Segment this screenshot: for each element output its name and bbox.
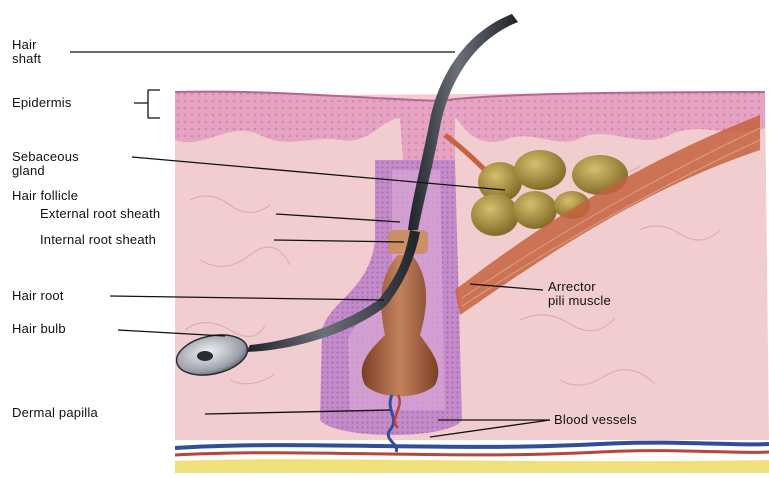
label-internal-root-sheath: Internal root sheath — [40, 233, 156, 247]
label-hair-shaft: Hair shaft — [12, 38, 41, 66]
label-epidermis: Epidermis — [12, 96, 72, 110]
label-external-root-sheath: External root sheath — [40, 207, 160, 221]
blood-vessel-red — [175, 451, 769, 455]
label-hair-root: Hair root — [12, 289, 64, 303]
blood-vessel-blue — [175, 443, 769, 448]
label-hair-bulb: Hair bulb — [12, 322, 66, 336]
label-arrector-pili-muscle: Arrector pili muscle — [548, 280, 611, 308]
label-sebaceous-gland: Sebaceous gland — [12, 150, 79, 178]
subcutaneous-fat — [175, 459, 769, 473]
dermis-layer — [175, 92, 769, 440]
label-dermal-papilla: Dermal papilla — [12, 406, 98, 420]
label-hair-follicle: Hair follicle — [12, 189, 78, 203]
label-blood-vessels: Blood vessels — [554, 413, 637, 427]
